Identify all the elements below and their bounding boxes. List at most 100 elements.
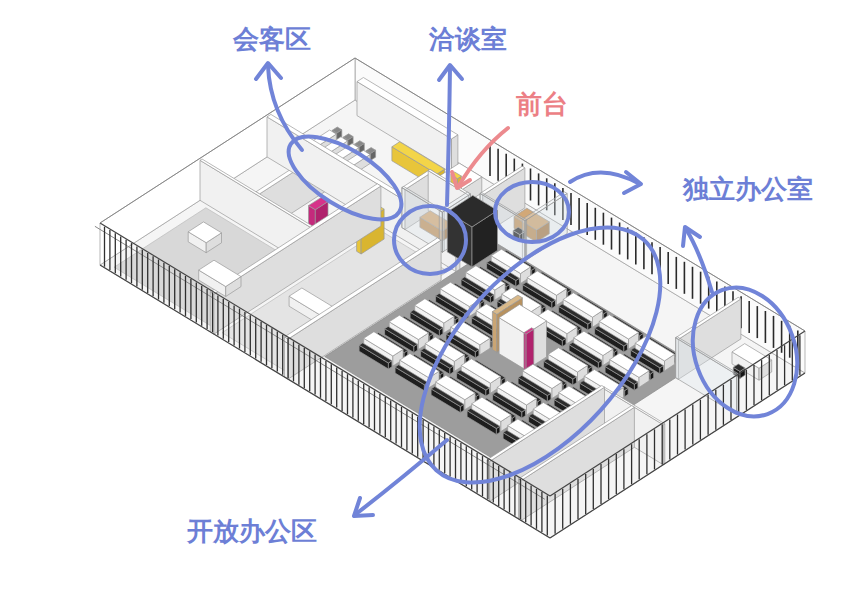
window-mullion [271, 328, 272, 368]
window-mullion [314, 355, 315, 395]
arrow-head [624, 172, 641, 193]
window-mullion [482, 456, 483, 496]
arrow-line [458, 128, 508, 187]
window-mullion [493, 463, 494, 503]
window-mullion [677, 415, 678, 455]
window-mullion [406, 410, 407, 450]
arrow-line [268, 66, 302, 150]
window-mullion [206, 289, 207, 329]
window-mullion [136, 246, 137, 286]
window-mullion [753, 365, 754, 405]
window-mullion [541, 492, 542, 532]
window-mullion [554, 494, 555, 534]
counter [392, 142, 445, 174]
window-mullion [358, 381, 359, 421]
window-mullion [460, 443, 461, 483]
chair [467, 408, 500, 428]
partition-wall [519, 479, 522, 521]
window-mullion [525, 482, 526, 522]
window-mullion [390, 400, 391, 440]
window-mullion [509, 472, 510, 512]
area-label: 会客区 [233, 25, 311, 55]
partition-wall [519, 406, 635, 481]
chair [431, 387, 464, 407]
area-label: 独立办公室 [683, 175, 813, 205]
wall-edge [95, 226, 545, 499]
window-mullion [631, 444, 632, 484]
window-mullion [412, 414, 413, 454]
window-mullion [266, 325, 267, 365]
window-mullion [570, 484, 571, 524]
window-mullion [646, 434, 647, 474]
service-core [447, 195, 497, 227]
window-mullion [773, 316, 775, 348]
window-mullion [497, 149, 499, 181]
wood-slats [492, 312, 497, 353]
window-mullion [385, 397, 386, 437]
window-mullion [449, 436, 450, 476]
display-block [499, 305, 546, 335]
window-mullion [379, 394, 380, 434]
window-mullion [667, 252, 669, 284]
window-mullion [125, 240, 126, 280]
arrow-head [256, 63, 281, 79]
partition-wall [663, 424, 665, 465]
window-mullion [260, 322, 261, 362]
glass-wall [676, 337, 738, 375]
window-mullion [765, 311, 767, 343]
window-mullion [748, 301, 750, 333]
window-mullion [635, 232, 637, 264]
window-mullion [169, 266, 170, 306]
window-mullion [520, 479, 521, 519]
window-mullion [530, 169, 532, 201]
window-mullion [600, 464, 601, 504]
arrow-head [439, 65, 462, 80]
window-mullion [530, 486, 531, 526]
window-mullion [577, 479, 578, 519]
window-mullion [347, 374, 348, 414]
arrow-head [354, 498, 373, 516]
window-mullion [363, 384, 364, 424]
window-mullion [293, 341, 294, 381]
window-mullion [223, 299, 224, 339]
window-mullion [578, 198, 580, 230]
window-mullion [498, 466, 499, 506]
window-mullion [784, 345, 785, 385]
window-mullion [196, 282, 197, 322]
partition-wall [285, 238, 442, 339]
window-mullion [707, 395, 708, 435]
window-mullion [439, 430, 440, 470]
highlight-circle [495, 182, 569, 242]
window-mullion [792, 340, 793, 380]
window-mullion [287, 338, 288, 378]
window-mullion [684, 410, 685, 450]
window-mullion [244, 312, 245, 352]
window-mullion [662, 424, 663, 464]
window-mullion [163, 263, 164, 303]
window-mullion [608, 459, 609, 499]
window-mullion [692, 405, 693, 445]
window-mullion [142, 250, 143, 290]
window-head [100, 223, 550, 496]
window-mullion [466, 446, 467, 486]
partition-wall [676, 297, 741, 339]
window-mullion [538, 173, 540, 205]
window-mullion [639, 439, 640, 479]
window-mullion [115, 233, 116, 273]
window-mullion [190, 279, 191, 319]
window-mullion [233, 305, 234, 345]
window-mullion [109, 230, 110, 270]
window-mullion [684, 262, 686, 294]
window-mullion [179, 273, 180, 313]
window-mullion [152, 256, 153, 296]
window-mullion [738, 375, 739, 415]
arrow-line [356, 440, 447, 514]
window-mullion [401, 407, 402, 447]
glass-wall [676, 338, 737, 415]
highlight-circle [394, 206, 466, 274]
window-mullion [455, 440, 456, 480]
window-mullion [104, 227, 105, 267]
partition-wall [480, 166, 525, 195]
chair [359, 343, 392, 363]
window-mullion [217, 296, 218, 336]
